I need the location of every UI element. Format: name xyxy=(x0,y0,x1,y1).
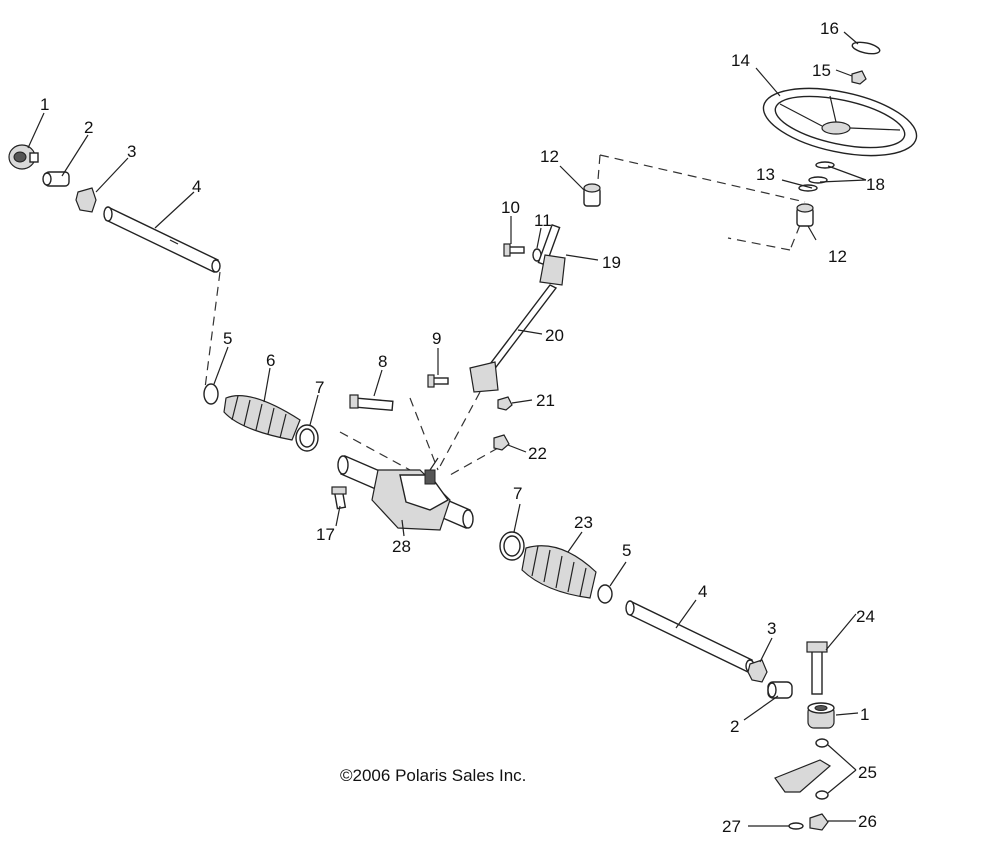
nut-15 xyxy=(851,70,867,85)
clamp-7-left xyxy=(295,424,319,452)
boot-right xyxy=(521,545,597,599)
callout-25: 25 xyxy=(858,763,877,782)
bolt-9 xyxy=(427,374,449,388)
callout-26: 26 xyxy=(858,812,877,831)
nut-21 xyxy=(497,396,513,411)
bushing-12-top xyxy=(583,183,601,207)
nut-26 xyxy=(809,813,829,831)
clamp-left xyxy=(203,383,219,405)
nut-22 xyxy=(493,434,510,451)
boot-left xyxy=(223,395,301,441)
callout-24: 24 xyxy=(856,607,875,626)
callout-leaders xyxy=(27,31,867,822)
callout-7-right: 7 xyxy=(513,484,522,503)
callout-19: 19 xyxy=(602,253,621,272)
copyright-notice: ©2006 Polaris Sales Inc. xyxy=(340,766,526,785)
callout-1-left: 1 xyxy=(40,95,49,114)
callout-16: 16 xyxy=(820,19,839,38)
callout-27: 27 xyxy=(722,817,741,836)
callout-5-right: 5 xyxy=(622,541,631,560)
callout-1-right: 1 xyxy=(860,705,869,724)
bolt-24 xyxy=(806,641,828,695)
assembly-dashed-lines xyxy=(204,154,806,476)
callout-9: 9 xyxy=(432,329,441,348)
callout-4-right: 4 xyxy=(698,582,707,601)
callout-18: 18 xyxy=(866,175,885,194)
callout-7-left: 7 xyxy=(315,378,324,397)
clamp-7-right xyxy=(499,531,525,561)
bushing-12-right xyxy=(796,203,814,227)
callout-21: 21 xyxy=(536,391,555,410)
callout-10: 10 xyxy=(501,198,520,217)
cotter-pin-27 xyxy=(748,822,804,830)
nut-left xyxy=(75,187,97,213)
callout-20: 20 xyxy=(545,326,564,345)
callout-28: 28 xyxy=(392,537,411,556)
bolt-8 xyxy=(349,394,394,412)
callout-3-right: 3 xyxy=(767,619,776,638)
callout-5-left: 5 xyxy=(223,329,232,348)
callout-14: 14 xyxy=(731,51,750,70)
tie-rod-end-left xyxy=(8,144,39,170)
callout-3-left: 3 xyxy=(127,142,136,161)
nut-right xyxy=(747,659,768,683)
callout-15: 15 xyxy=(812,61,831,80)
tie-rod-end-right xyxy=(807,702,835,729)
steering-rack xyxy=(337,455,474,531)
cap-16 xyxy=(851,41,881,55)
clamp-right xyxy=(597,584,613,604)
steering-wheel xyxy=(762,87,918,157)
tie-rod-right xyxy=(625,600,755,673)
callout-11: 11 xyxy=(534,211,552,230)
callout-2-left: 2 xyxy=(84,118,93,137)
callout-17: 17 xyxy=(316,525,335,544)
callout-4-left: 4 xyxy=(192,177,201,196)
callout-12-top: 12 xyxy=(540,147,559,166)
callout-23: 23 xyxy=(574,513,593,532)
callout-2-right: 2 xyxy=(730,717,739,736)
callout-22: 22 xyxy=(528,444,547,463)
bolt-10 xyxy=(503,243,525,257)
callout-8: 8 xyxy=(378,352,387,371)
callout-13: 13 xyxy=(756,165,775,184)
jam-nut-right xyxy=(767,681,793,699)
callout-6: 6 xyxy=(266,351,275,370)
callout-labels: 1 2 3 4 5 6 7 8 9 10 11 12 12 13 14 15 1… xyxy=(40,19,885,836)
tie-rod-left xyxy=(103,206,221,273)
bolt-17 xyxy=(331,486,347,510)
bracket-25 xyxy=(774,738,832,800)
callout-12-right: 12 xyxy=(828,247,847,266)
jam-nut-left xyxy=(42,171,70,187)
